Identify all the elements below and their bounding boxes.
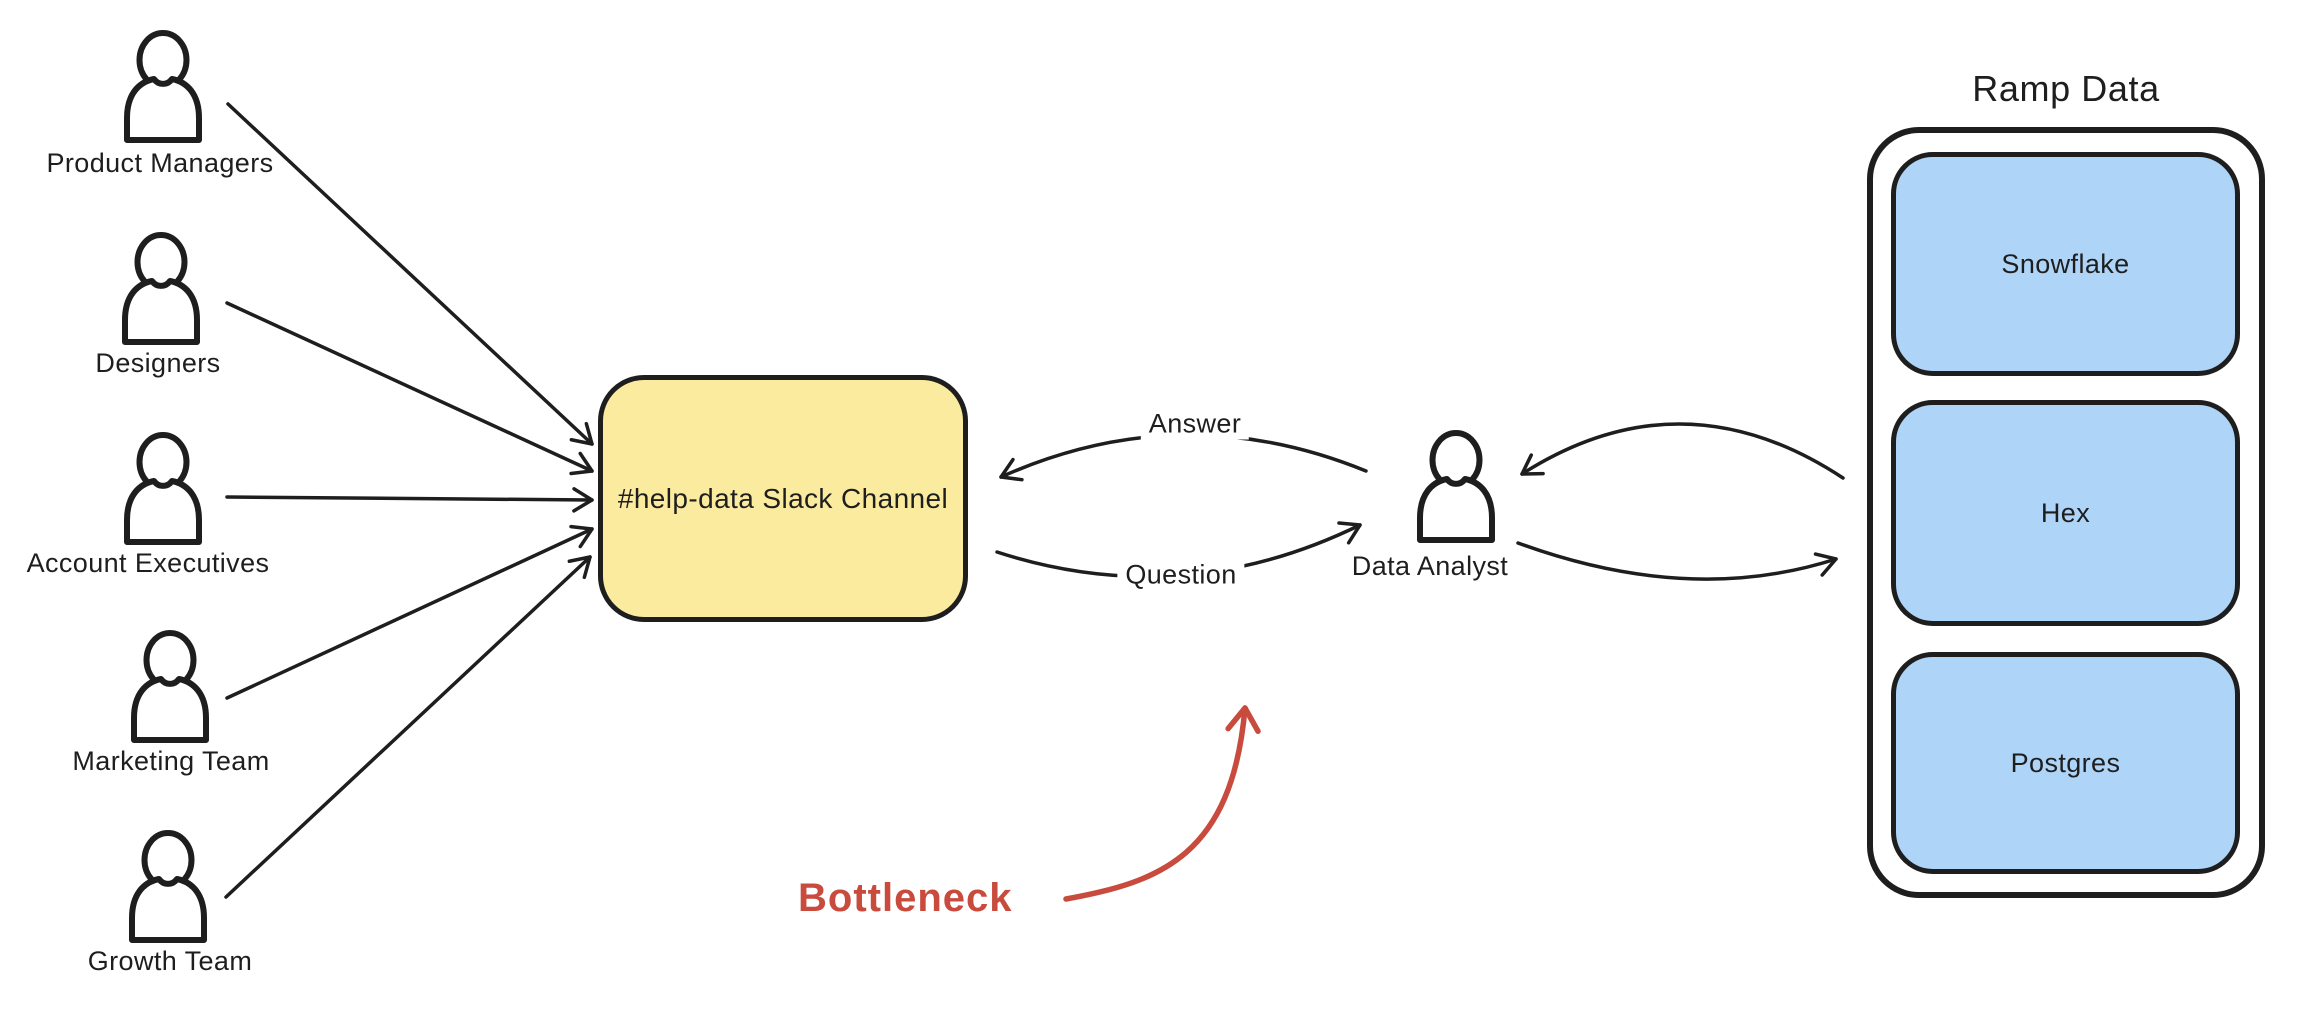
label-account-executives: Account Executives <box>26 548 270 578</box>
label-marketing-team: Marketing Team <box>72 746 270 776</box>
person-icon-marketing-team <box>131 630 209 743</box>
label-designers: Designers <box>95 348 221 378</box>
hex-node: Hex <box>1891 400 2240 626</box>
snowflake-node: Snowflake <box>1891 152 2240 376</box>
person-icon-account-executives <box>124 432 202 545</box>
person-icon-growth-team <box>129 830 207 943</box>
ramp-data-title: Ramp Data <box>1972 68 2160 109</box>
label-growth-team: Growth Team <box>87 946 253 976</box>
snowflake-label: Snowflake <box>2001 248 2130 279</box>
arrow-growth-team-to-slack <box>224 555 592 899</box>
answer-label: Answer <box>1140 408 1250 440</box>
person-icon-data-analyst <box>1417 430 1495 543</box>
person-icon-designers <box>122 232 200 345</box>
arrow-account-executives-to-slack <box>225 487 594 513</box>
arrow-marketing-team-to-slack <box>225 524 594 700</box>
label-data-analyst: Data Analyst <box>1351 551 1509 581</box>
label-product-managers: Product Managers <box>46 148 274 178</box>
answer-arrow <box>999 433 1368 482</box>
postgres-node: Postgres <box>1891 652 2240 874</box>
bottleneck-arrow <box>1063 705 1261 902</box>
arrow-designers-to-slack <box>225 301 594 476</box>
arrow-product-managers-to-slack <box>226 102 594 446</box>
hex-label: Hex <box>2040 497 2091 528</box>
person-icon-product-managers <box>124 30 202 143</box>
analyst-to-rampdata-arrow <box>1516 541 1838 581</box>
slack-channel-node: #help-data Slack Channel <box>598 375 968 622</box>
postgres-label: Postgres <box>2010 747 2121 778</box>
rampdata-to-analyst-arrow <box>1520 422 1845 480</box>
bottleneck-label: Bottleneck <box>798 876 1013 920</box>
slack-channel-label: #help-data Slack Channel <box>617 482 949 514</box>
question-label: Question <box>1117 559 1245 591</box>
